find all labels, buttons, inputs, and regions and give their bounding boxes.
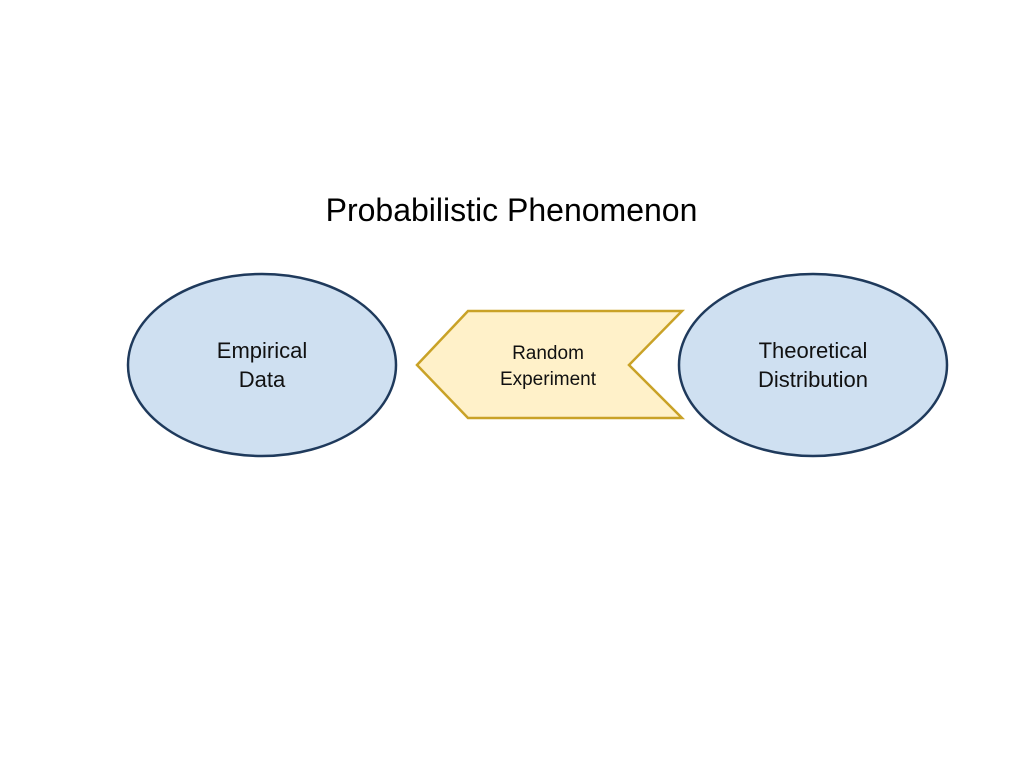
random-experiment-arrow: Random Experiment bbox=[415, 309, 686, 420]
theoretical-distribution-label-line2: Distribution bbox=[758, 367, 868, 392]
empirical-data-label-line2: Data bbox=[239, 367, 286, 392]
empirical-data-ellipse bbox=[126, 272, 398, 458]
empirical-data-node: Empirical Data bbox=[126, 272, 398, 458]
random-experiment-label-line2: Experiment bbox=[500, 369, 597, 390]
left-pointing-arrow-shape bbox=[415, 309, 686, 420]
random-experiment-label-line1: Random bbox=[512, 343, 584, 364]
theoretical-distribution-label-line1: Theoretical bbox=[759, 338, 868, 363]
theoretical-distribution-node: Theoretical Distribution bbox=[677, 272, 949, 458]
empirical-data-label-line1: Empirical bbox=[217, 338, 307, 363]
slide-title: Probabilistic Phenomenon bbox=[325, 192, 698, 228]
theoretical-distribution-ellipse bbox=[677, 272, 949, 458]
